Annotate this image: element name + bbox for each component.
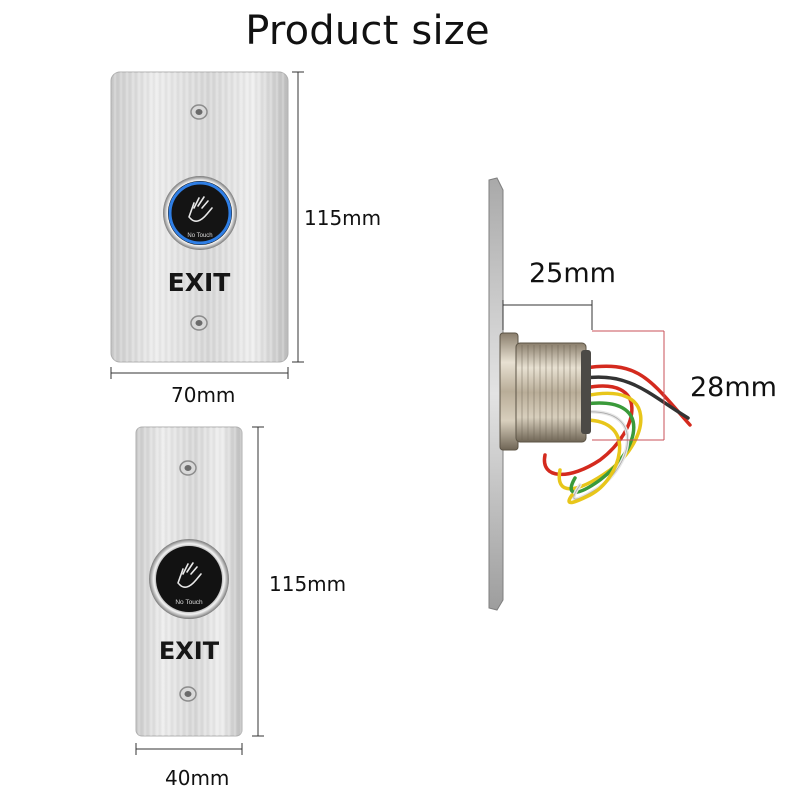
wide-exit-plate: No Touch EXIT (110, 71, 289, 363)
side-view-button (488, 177, 692, 611)
narrow-width-dimension-line (135, 743, 243, 755)
touchless-sensor-button: No Touch (163, 176, 237, 250)
diameter-dimension-line (592, 330, 665, 441)
exit-label: EXIT (168, 268, 231, 297)
narrow-exit-plate: No Touch EXIT (135, 426, 243, 737)
narrow-height-label: 115mm (269, 572, 347, 596)
no-touch-caption: No Touch (175, 599, 203, 606)
wide-height-dimension-line (292, 71, 304, 363)
screw-hole-icon (179, 460, 197, 476)
wide-height-label: 115mm (304, 206, 382, 230)
narrow-width-label: 40mm (165, 766, 230, 790)
hand-icon (177, 562, 202, 588)
cable-wires (542, 364, 692, 505)
screw-hole-icon (190, 104, 208, 120)
screw-hole-icon (179, 686, 197, 702)
length-dimension-line (502, 300, 593, 330)
wide-width-label: 70mm (171, 383, 236, 407)
page-title: Product size (245, 8, 490, 54)
length-label: 25mm (529, 258, 616, 289)
no-touch-caption: No Touch (187, 233, 212, 239)
screw-hole-icon (190, 315, 208, 331)
wide-width-dimension-line (110, 367, 289, 379)
diameter-label: 28mm (690, 372, 777, 403)
exit-label: EXIT (159, 637, 220, 665)
blue-glow-ring (168, 181, 232, 245)
narrow-height-dimension-line (252, 426, 264, 737)
hand-icon (188, 196, 213, 222)
touchless-sensor-button: No Touch (149, 539, 229, 619)
